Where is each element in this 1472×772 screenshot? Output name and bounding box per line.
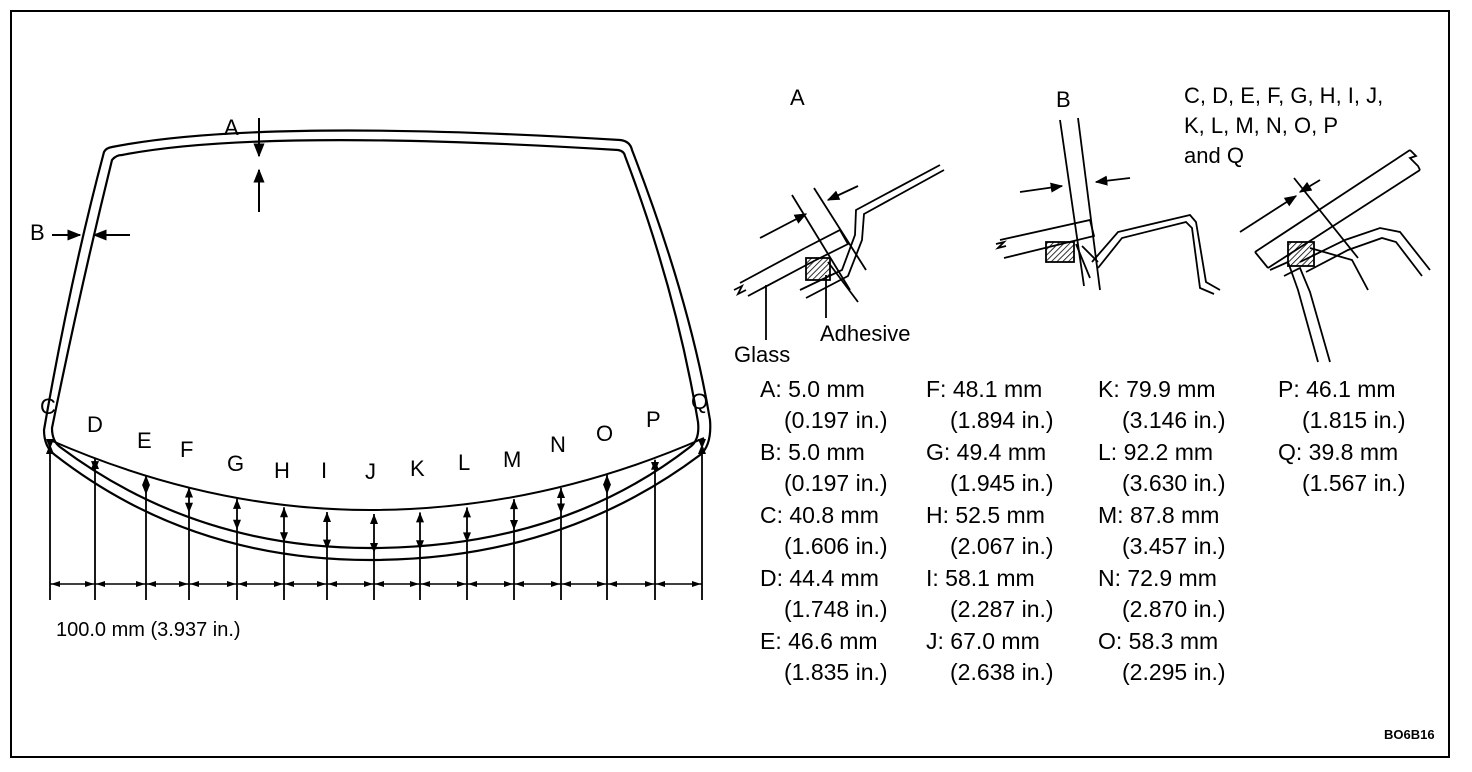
label-a: A [224,115,239,140]
spacing-arrowhead [457,581,466,587]
measurement-arrowhead [323,539,331,550]
measurement-arrowhead [416,540,424,551]
label-b: B [30,220,45,245]
measurement-point-label: L [458,450,470,475]
measurement-arrowhead [510,499,518,510]
measurement-arrowhead [370,513,378,524]
spacing-arrowhead [656,581,665,587]
measurement-arrowhead [185,502,193,513]
section-view-c-to-q [1239,149,1431,363]
measurement-arrowhead [651,462,659,473]
measurement-point-label: G [227,451,244,476]
spacing-arrowhead [96,581,105,587]
measurement-point-label: K [410,456,425,481]
measurement-arrowhead [557,503,565,514]
view-c-title-line-3: and Q [1184,143,1244,168]
spacing-arrowhead [328,581,337,587]
spacing-arrowhead [551,581,560,587]
glass-label: Glass [734,342,790,367]
spacing-arrowhead [468,581,477,587]
spacing-arrowhead [179,581,188,587]
view-a-title: A [790,85,805,110]
measurement-arrowhead [463,532,471,543]
measurement-arrowhead [557,487,565,498]
view-b-title: B [1056,87,1071,112]
spacing-arrowhead [410,581,419,587]
measurement-arrowhead [416,512,424,523]
measurement-arrowhead [280,532,288,543]
measurement-arrowhead [185,487,193,498]
spacing-arrowhead [317,581,326,587]
measurement-point-label: E [137,428,152,453]
measurement-arrowhead [233,519,241,530]
spacing-arrowhead [515,581,524,587]
measurement-lines [46,439,706,600]
spacing-arrowhead [147,581,156,587]
measurement-arrowhead [142,484,150,495]
measurement-arrowhead [46,439,54,449]
spacing-arrowhead [608,581,617,587]
spacing-arrowhead [85,581,94,587]
measurement-point-label: I [321,458,327,483]
measurement-arrowhead [698,439,706,449]
measurement-point-label: P [646,407,661,432]
spacing-arrowhead [504,581,513,587]
spacing-label: 100.0 mm (3.937 in.) [56,619,241,641]
measurement-point-label: H [274,458,290,483]
measurement-point-label: O [596,421,613,446]
measurement-point-label: J [365,459,376,484]
measurement-arrowhead [603,474,611,485]
spacing-arrowhead [562,581,571,587]
spacing-arrowhead [364,581,373,587]
section-view-a [733,164,945,340]
adhesive-line [49,437,705,512]
figure-code: BO6B16 [1384,727,1435,742]
adhesive-label: Adhesive [820,321,911,346]
view-c-title-line-1: C, D, E, F, G, H, I, J, [1184,83,1383,108]
measurement-arrowhead [510,520,518,531]
measurement-point-labels: C D E F G H I J K L M N O P Q [40,389,708,484]
measurement-point-label: C [40,394,56,419]
windshield-glass [42,129,712,562]
measurement-point-label: M [503,447,521,472]
spacing-arrowhead [238,581,247,587]
measurement-point-label: D [87,412,103,437]
measurement-arrowhead [233,498,241,509]
view-c-title-line-2: K, L, M, N, O, P [1184,113,1338,138]
section-view-b [995,117,1221,295]
spacing-arrowhead [421,581,430,587]
spacing-arrowhead [136,581,145,587]
figure-frame [10,10,1450,758]
measurement-arrowhead [91,461,99,472]
spacing-arrowhead [375,581,384,587]
spacing-arrowhead [692,581,701,587]
measurement-point-label: Q [691,389,708,414]
measurement-arrowhead [370,542,378,553]
measurement-arrowhead [603,484,611,495]
measurement-point-label: F [180,437,193,462]
spacing-arrowhead [190,581,199,587]
glass-outer-edge [42,129,712,562]
spacing-arrowhead [51,581,60,587]
spacing-arrowhead [227,581,236,587]
glass-inner-edge [50,139,700,550]
measurement-arrowhead [323,512,331,523]
spacing-arrowhead [597,581,606,587]
measurement-arrowhead [280,507,288,518]
measurement-arrowhead [463,507,471,518]
spacing-baseline [50,581,702,587]
spacing-arrowhead [274,581,283,587]
spacing-arrowhead [645,581,654,587]
measurement-point-label: N [550,432,566,457]
measurement-arrowhead [142,475,150,486]
spacing-arrowhead [285,581,294,587]
